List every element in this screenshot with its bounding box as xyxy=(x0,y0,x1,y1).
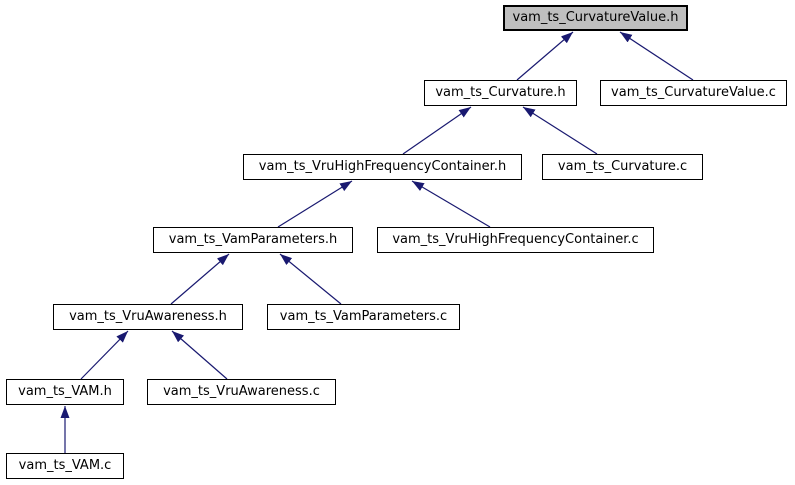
edge-vruhighfrequencycontainer_c-to-vruhighfrequencycontainer_h xyxy=(411,180,491,228)
edge-vamparameters_h-to-vruhighfrequencycontainer_h xyxy=(277,180,353,228)
node-vam_ts_Curvature-c[interactable]: vam_ts_Curvature.c xyxy=(542,154,703,180)
node-vam_ts_VruHighFrequencyContainer-h[interactable]: vam_ts_VruHighFrequencyContainer.h xyxy=(243,154,522,180)
node-vam_ts_VruHighFrequencyContainer-c[interactable]: vam_ts_VruHighFrequencyContainer.c xyxy=(377,227,654,253)
node-vam_ts_VAM-c[interactable]: vam_ts_VAM.c xyxy=(6,453,124,479)
node-vam_ts_CurvatureValue-h[interactable]: vam_ts_CurvatureValue.h xyxy=(503,5,688,31)
node-vam_ts_VAM-h[interactable]: vam_ts_VAM.h xyxy=(6,379,124,405)
node-vam_ts_VruAwareness-h[interactable]: vam_ts_VruAwareness.h xyxy=(53,304,243,330)
node-vam_ts_CurvatureValue-c[interactable]: vam_ts_CurvatureValue.c xyxy=(600,80,787,106)
edge-vamparameters_c-to-vamparameters_h xyxy=(279,253,342,305)
node-vam_ts_VruAwareness-c[interactable]: vam_ts_VruAwareness.c xyxy=(147,379,336,405)
node-vam_ts_VamParameters-c[interactable]: vam_ts_VamParameters.c xyxy=(267,304,460,330)
edge-vruawareness_h-to-vamparameters_h xyxy=(170,253,230,305)
edge-curvature_c-to-curvature_h xyxy=(522,106,598,155)
edge-curvaturevalue_c-to-curvaturevalue_h xyxy=(619,31,694,81)
edge-vam_h-to-vruawareness_h xyxy=(80,330,129,380)
edge-curvature_h-to-curvaturevalue_h xyxy=(516,31,574,81)
node-vam_ts_Curvature-h[interactable]: vam_ts_Curvature.h xyxy=(424,80,577,106)
edge-vruhighfrequencycontainer_h-to-curvature_h xyxy=(402,106,472,155)
edge-vruawareness_c-to-vruawareness_h xyxy=(171,330,228,380)
node-vam_ts_VamParameters-h[interactable]: vam_ts_VamParameters.h xyxy=(153,227,353,253)
